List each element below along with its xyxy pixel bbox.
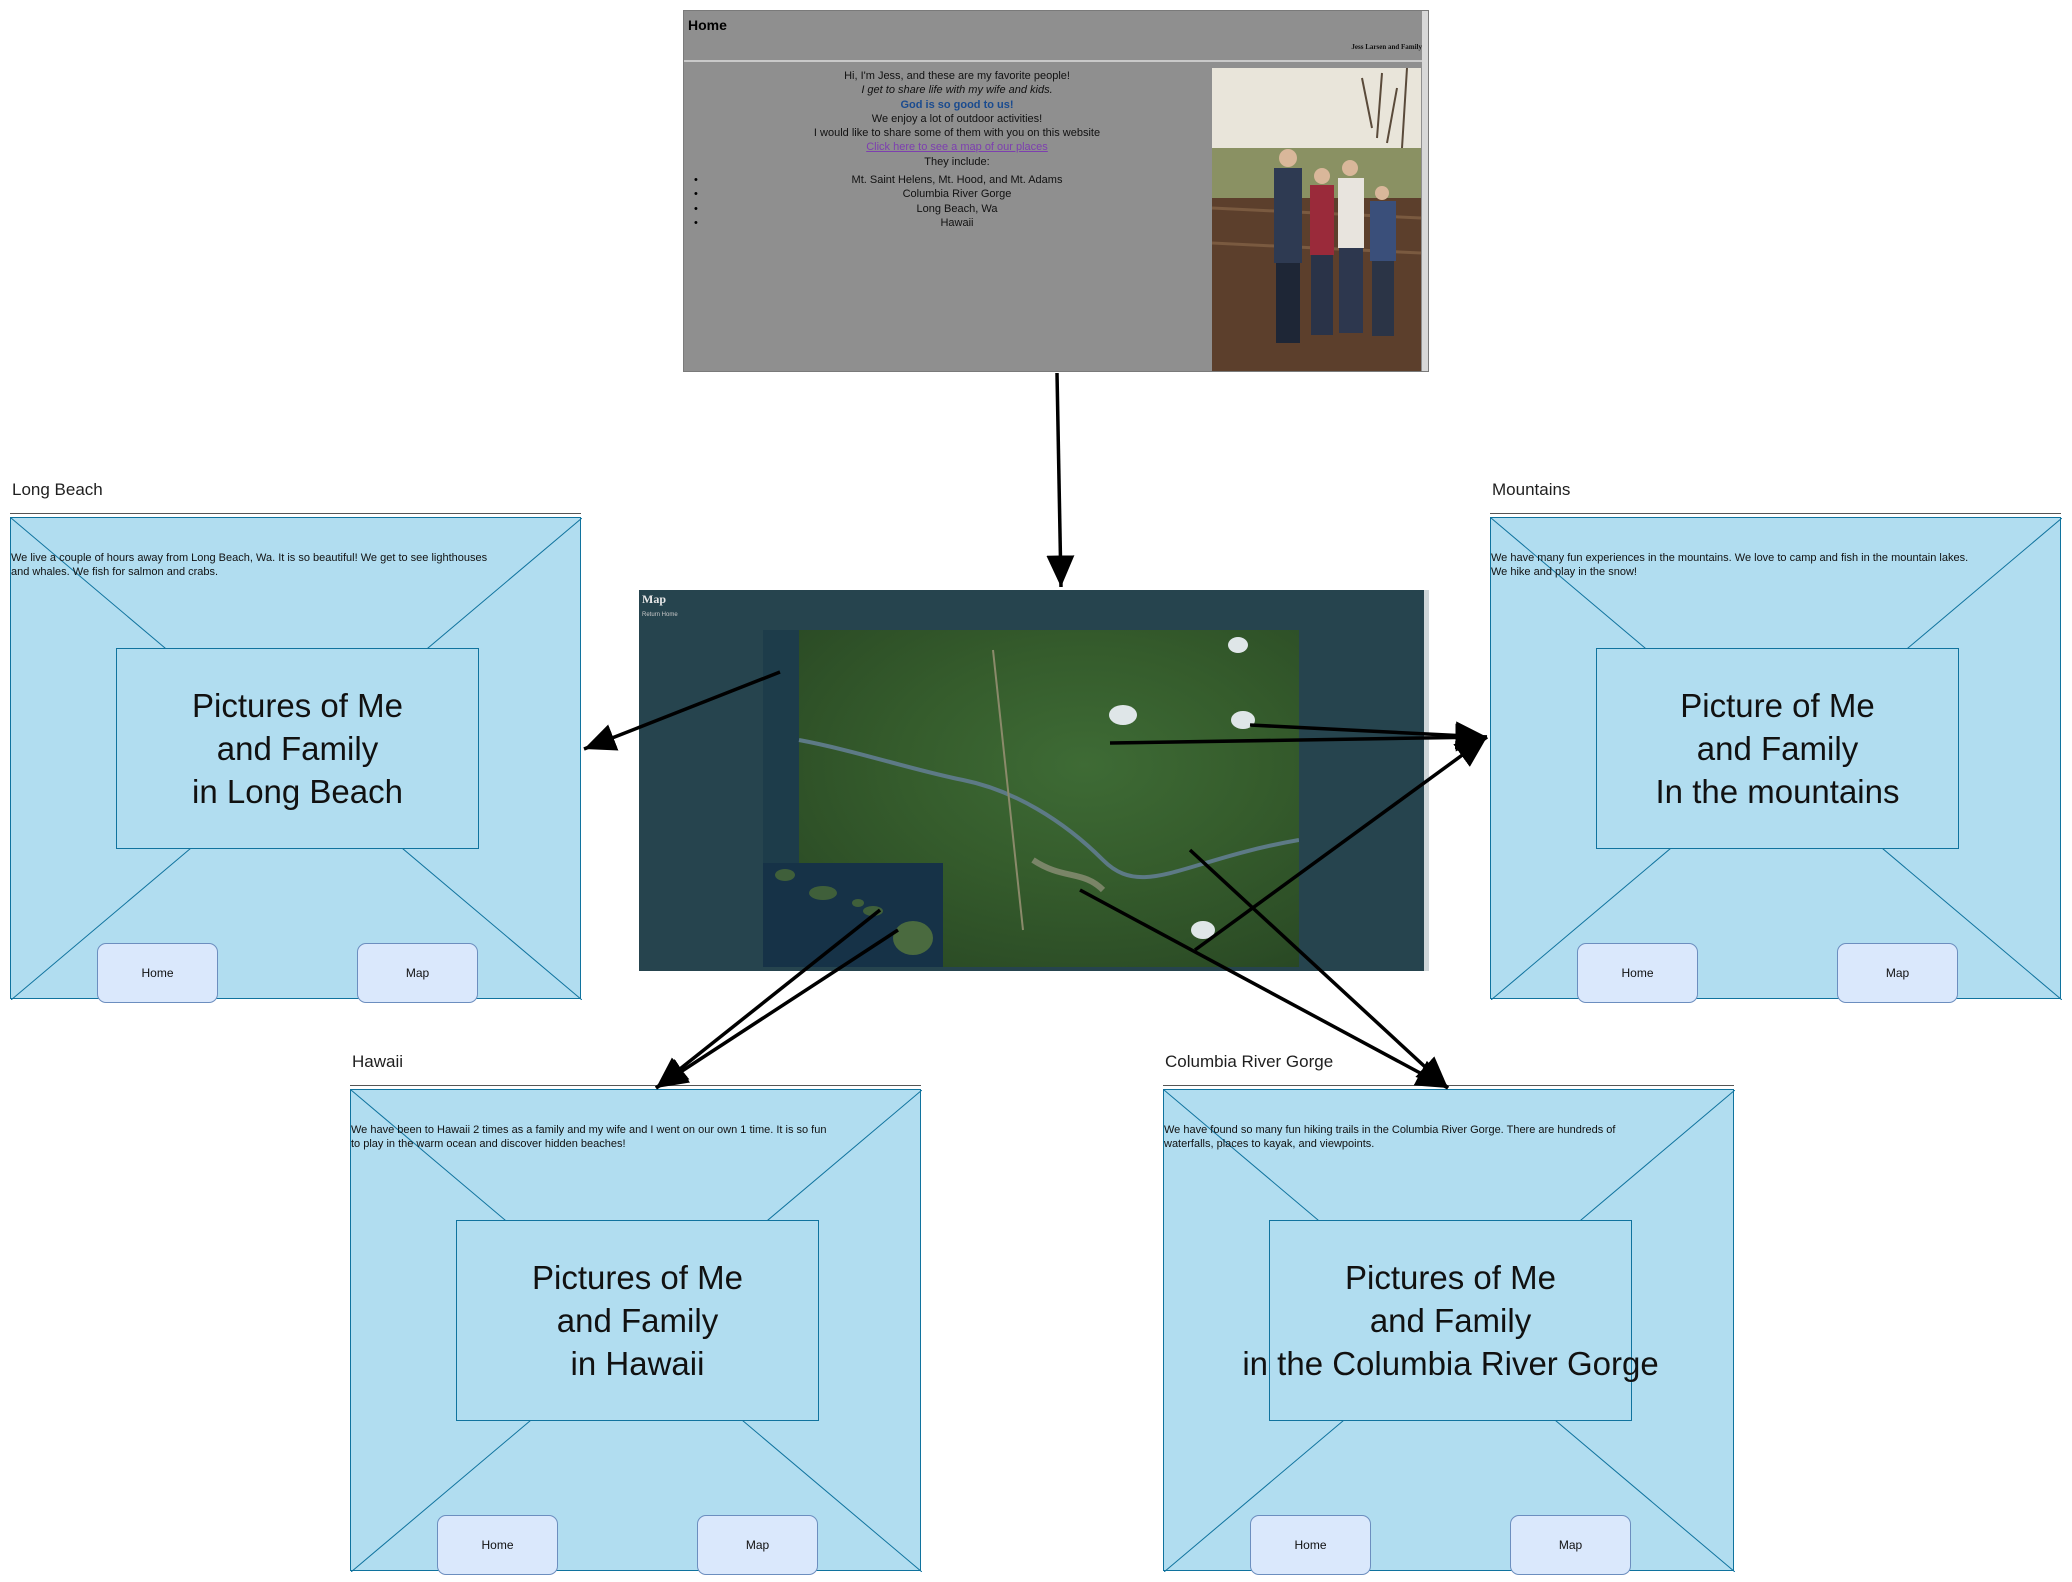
long-beach-photo-placeholder: Pictures of Me and Family in Long Beach	[116, 648, 479, 849]
home-button[interactable]: Home	[437, 1515, 558, 1575]
home-button[interactable]: Home	[97, 943, 218, 1003]
map-button[interactable]: Map	[1510, 1515, 1631, 1575]
home-button[interactable]: Home	[1577, 943, 1698, 1003]
list-item: Long Beach, Wa	[684, 202, 1230, 217]
intro-line: We enjoy a lot of outdoor activities!	[871, 112, 1043, 125]
home-scrollbar[interactable]	[1422, 11, 1428, 371]
family-photo	[1212, 68, 1421, 371]
gorge-rule	[1163, 1085, 1734, 1086]
home-byline: Jess Larsen and Family	[1351, 43, 1422, 51]
gorge-description: We have found so many fun hiking trails …	[1164, 1124, 1616, 1150]
map-title: Map	[642, 592, 666, 606]
mountains-rule	[1490, 513, 2061, 514]
long-beach-rule	[10, 513, 581, 514]
home-divider	[684, 60, 1422, 62]
map-button[interactable]: Map	[357, 943, 478, 1003]
long-beach-title: Long Beach	[12, 480, 103, 499]
hawaii-description: We have been to Hawaii 2 times as a fami…	[351, 1124, 827, 1150]
return-home-link[interactable]: Return Home	[642, 612, 678, 618]
long-beach-description: We live a couple of hours away from Long…	[11, 552, 488, 578]
mountains-title: Mountains	[1492, 480, 1571, 499]
list-item: Hawaii	[684, 216, 1230, 231]
intro-line: I would like to share some of them with …	[813, 127, 1101, 140]
hawaii-photo-placeholder: Pictures of Me and Family in Hawaii	[456, 1220, 819, 1421]
intro-line: God is so good to us!	[900, 98, 1014, 111]
map-button[interactable]: Map	[697, 1515, 818, 1575]
intro-line: They include:	[924, 155, 990, 168]
map-page-screenshot: Map Return Home	[639, 590, 1429, 971]
satellite-map[interactable]	[763, 630, 1299, 967]
hawaii-inset-map[interactable]	[763, 863, 943, 967]
gorge-photo-placeholder: Pictures of Me and Family in the Columbi…	[1242, 1220, 1659, 1421]
list-item: Columbia River Gorge	[684, 187, 1230, 202]
list-item: Mt. Saint Helens, Mt. Hood, and Mt. Adam…	[684, 173, 1230, 188]
intro-line: I get to share life with my wife and kid…	[861, 84, 1053, 97]
long-beach-wireframe: We live a couple of hours away from Long…	[10, 517, 582, 1003]
home-button[interactable]: Home	[1250, 1515, 1371, 1575]
hawaii-rule	[350, 1085, 921, 1086]
map-link[interactable]: Click here to see a map of our places	[866, 141, 1048, 154]
home-title: Home	[688, 17, 727, 33]
home-page-screenshot: Home Jess Larsen and Family Hi, I'm Jess…	[683, 10, 1429, 372]
arrow-home-to-map	[1046, 372, 1075, 588]
intro-line: Hi, I'm Jess, and these are my favorite …	[844, 70, 1070, 82]
gorge-title: Columbia River Gorge	[1165, 1052, 1334, 1071]
mountains-photo-placeholder: Picture of Me and Family In the mountain…	[1596, 648, 1959, 849]
mountains-wireframe: We have many fun experiences in the moun…	[1490, 517, 2062, 1003]
hawaii-title: Hawaii	[352, 1052, 404, 1071]
home-intro: Hi, I'm Jess, and these are my favorite …	[684, 69, 1230, 231]
gorge-wireframe: We have found so many fun hiking trails …	[1163, 1089, 1735, 1575]
map-scrollbar[interactable]	[1424, 590, 1429, 971]
hawaii-wireframe: We have been to Hawaii 2 times as a fami…	[350, 1089, 922, 1575]
map-button[interactable]: Map	[1837, 943, 1958, 1003]
places-list: Mt. Saint Helens, Mt. Hood, and Mt. Adam…	[684, 173, 1230, 230]
mountains-description: We have many fun experiences in the moun…	[1491, 552, 1969, 578]
